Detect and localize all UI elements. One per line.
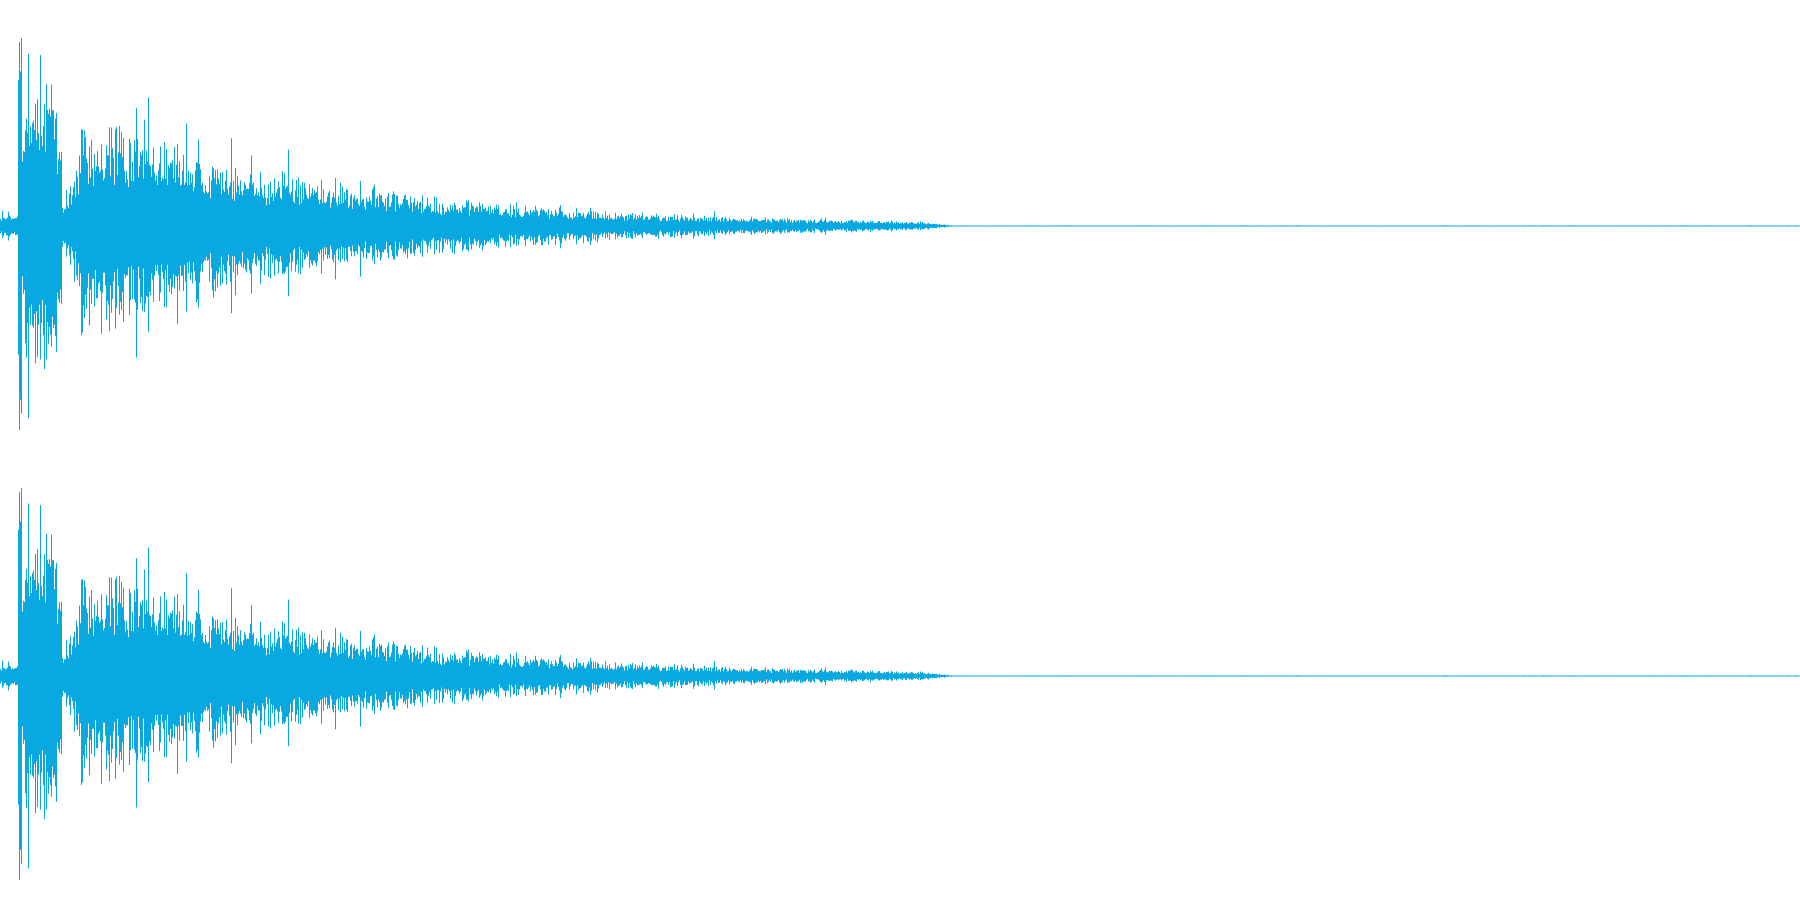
waveform-channel-1 [0,38,1800,430]
ch2-samples [0,488,1800,880]
waveform-channel-2 [0,450,1800,900]
waveform-channel-2-plot [0,488,1800,880]
waveform-channel-1-plot [0,38,1800,430]
ch1-samples [0,38,1800,430]
